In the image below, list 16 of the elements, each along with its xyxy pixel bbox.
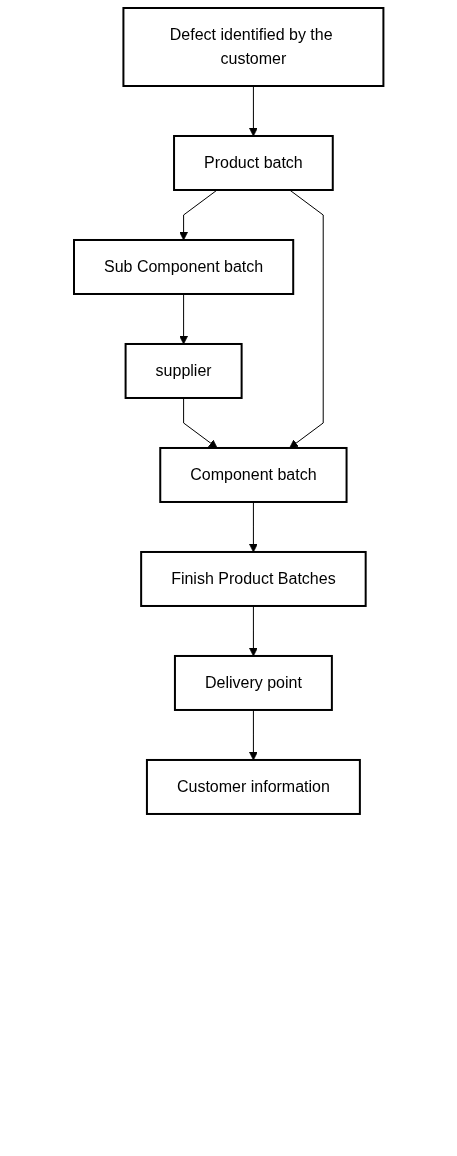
arrow: [288, 189, 324, 449]
arrow: [182, 397, 218, 449]
arrow: [179, 189, 218, 241]
node-box: Defect identified by the customer: [122, 7, 385, 87]
node-box: Finish Product Batches: [139, 551, 367, 607]
arrow: [248, 85, 258, 137]
node-box: supplier: [124, 343, 243, 399]
arrow: [248, 709, 258, 761]
node-box: Component batch: [159, 447, 348, 503]
arrow: [179, 293, 188, 345]
node-box: Product batch: [172, 135, 334, 191]
arrow: [248, 605, 258, 657]
node-box: Sub Component batch: [72, 239, 294, 295]
node-box: Customer information: [145, 758, 361, 815]
arrow: [248, 501, 258, 553]
node-box: Delivery point: [173, 655, 333, 711]
